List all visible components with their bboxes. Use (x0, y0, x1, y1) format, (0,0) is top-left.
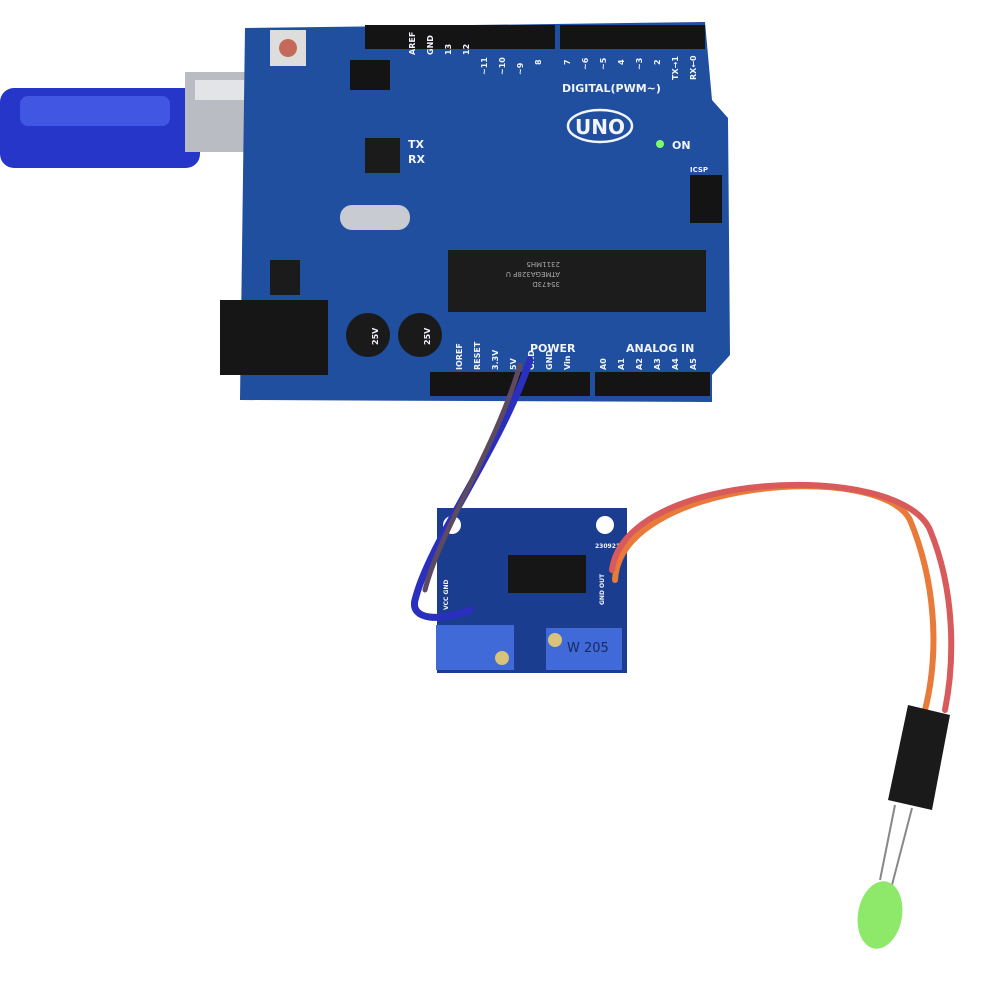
svg-text:IOREF: IOREF (455, 343, 464, 370)
svg-text:A0: A0 (599, 358, 608, 370)
svg-text:ANALOG IN: ANALOG IN (626, 342, 694, 355)
wires (411, 356, 955, 713)
svg-text:~11: ~11 (480, 57, 489, 75)
svg-text:VCC GND: VCC GND (443, 580, 450, 610)
svg-text:~6: ~6 (581, 57, 590, 70)
svg-text:RX←0: RX←0 (689, 55, 698, 80)
svg-text:2: 2 (653, 59, 662, 65)
svg-text:13: 13 (444, 44, 453, 55)
sensor-module: W 205 230921 GND OUT VCC GND (436, 508, 627, 673)
svg-text:25V: 25V (371, 327, 380, 345)
svg-text:RX: RX (408, 153, 425, 166)
svg-text:A1: A1 (617, 358, 626, 370)
svg-text:RESET: RESET (473, 341, 482, 370)
svg-text:25V: 25V (423, 327, 432, 345)
icsp-header (690, 175, 722, 223)
svg-text:GND: GND (545, 350, 554, 370)
svg-text:~10: ~10 (498, 57, 507, 75)
svg-text:2311MH5: 2311MH5 (526, 260, 560, 268)
svg-text:ON: ON (672, 139, 691, 152)
ic-chip (508, 555, 586, 593)
svg-text:A4: A4 (671, 358, 680, 370)
analog-header (595, 372, 710, 396)
svg-text:~5: ~5 (599, 57, 608, 70)
svg-text:GND: GND (426, 35, 435, 55)
svg-text:A5: A5 (689, 358, 698, 370)
digital-header-2 (560, 25, 705, 49)
led-assembly (857, 705, 950, 949)
svg-text:8: 8 (534, 59, 543, 65)
svg-text:ATMEGA328P U: ATMEGA328P U (506, 270, 560, 278)
svg-text:4: 4 (617, 59, 626, 65)
arduino-uno-board: 25V 25V 2311MH5 ATMEGA328P U 35473D DIGI… (220, 22, 730, 402)
svg-text:7: 7 (563, 59, 572, 65)
svg-text:5V: 5V (509, 357, 518, 370)
svg-text:230921: 230921 (595, 543, 620, 550)
green-led (857, 881, 903, 949)
svg-text:POWER: POWER (530, 342, 576, 355)
power-jack (220, 300, 328, 375)
digital-header-1 (365, 25, 555, 49)
svg-text:3.3V: 3.3V (491, 349, 500, 370)
svg-text:Vin: Vin (563, 355, 572, 370)
svg-text:DIGITAL(PWM~): DIGITAL(PWM~) (562, 82, 661, 95)
uno-logo: UNO (575, 115, 625, 139)
svg-text:~9: ~9 (516, 62, 525, 75)
svg-text:TX: TX (408, 138, 425, 151)
svg-text:AREF: AREF (408, 32, 417, 55)
svg-text:GND OUT: GND OUT (599, 573, 606, 605)
on-led (656, 140, 664, 148)
crystal (340, 205, 410, 230)
svg-text:TX→1: TX→1 (671, 56, 680, 80)
svg-text:W 205: W 205 (567, 641, 609, 656)
svg-text:12: 12 (462, 44, 471, 55)
svg-text:~3: ~3 (635, 58, 644, 70)
svg-text:A2: A2 (635, 358, 644, 370)
svg-text:35473D: 35473D (532, 280, 560, 288)
capacitor (398, 313, 442, 357)
atmega-chip (448, 250, 706, 312)
dupont-connector (888, 705, 950, 810)
svg-text:A3: A3 (653, 358, 662, 370)
capacitor (346, 313, 390, 357)
svg-text:ICSP: ICSP (690, 166, 708, 174)
